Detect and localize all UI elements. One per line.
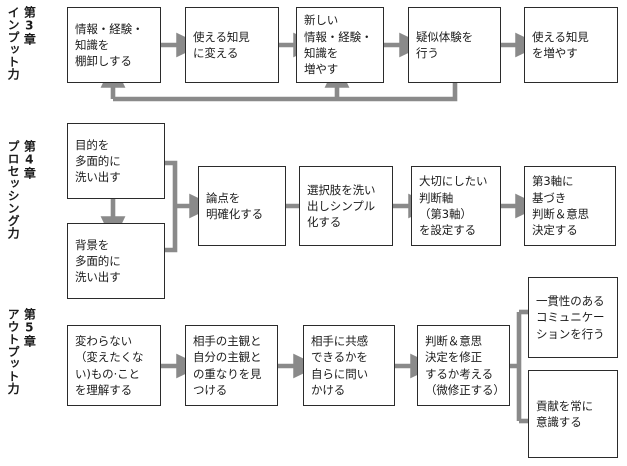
node-in3[interactable]: 新しい 情報・経験・ 知識を 増やす (296, 7, 384, 83)
node-ou3[interactable]: 相手に共感 できるかを 自らに問い かける (303, 325, 395, 406)
chapter-name-output: アウトプット力 (6, 308, 21, 395)
node-ou4[interactable]: 判断＆意思 決定を修正 するか考える （微修正する） (417, 325, 510, 406)
connector-in4-feedback-bus (113, 83, 458, 102)
node-pr4-label: 選択肢を洗い 出しシンプル 化する (307, 182, 376, 230)
chapter-number-5: 第5章 (22, 308, 37, 348)
chapter-number-3: 第3章 (22, 6, 37, 46)
node-pr5-label: 大切にしたい 判断軸 （第3軸） を設定する (419, 174, 488, 238)
node-pr6-label: 第3軸に 基づき 判断＆意思 決定する (532, 174, 589, 238)
node-ou5[interactable]: 一貫性のある コミュニケー ションを行う (528, 277, 618, 358)
chapter-label-input: 第3章 インプット力 (6, 6, 36, 80)
node-pr6[interactable]: 第3軸に 基づき 判断＆意思 決定する (524, 166, 616, 246)
node-in1[interactable]: 情報・経験・ 知識を 棚卸しする (67, 7, 161, 83)
connector-merge-bracket (165, 160, 178, 253)
node-ou6[interactable]: 貢献を常に 意識する (528, 370, 618, 458)
node-ou5-label: 一貫性のある コミュニケー ションを行う (536, 294, 605, 341)
node-in2-label: 使える知見 に変える (193, 29, 250, 60)
node-pr2-label: 背景を 多面的に 洗い出す (75, 237, 121, 285)
node-in5[interactable]: 使える知見 を増やす (524, 7, 618, 83)
node-pr5[interactable]: 大切にしたい 判断軸 （第3軸） を設定する (411, 166, 501, 246)
node-pr1-label: 目的を 多面的に 洗い出す (75, 137, 121, 185)
node-pr1[interactable]: 目的を 多面的に 洗い出す (67, 123, 165, 199)
node-in2[interactable]: 使える知見 に変える (185, 7, 279, 83)
node-pr4[interactable]: 選択肢を洗い 出しシンプル 化する (299, 166, 393, 246)
node-ou1-label: 変わらない （変えたくな い)もの·こと を理解する (75, 333, 144, 397)
chapter-number-4: 第4章 (22, 140, 37, 180)
chapter-name-processing: プロセッシング力 (6, 140, 21, 240)
node-ou1[interactable]: 変わらない （変えたくな い)もの·こと を理解する (67, 325, 161, 406)
node-in1-label: 情報・経験・ 知識を 棚卸しする (75, 21, 144, 69)
node-in4[interactable]: 疑似体験を 行う (408, 7, 501, 83)
chapter-label-output: 第5章 アウトプット力 (6, 308, 36, 395)
connector-split-bracket (510, 312, 522, 421)
node-in3-label: 新しい 情報・経験・ 知識を 増やす (304, 13, 373, 77)
node-in4-label: 疑似体験を 行う (416, 29, 473, 60)
node-pr3[interactable]: 論点を 明確化する (198, 166, 286, 246)
node-ou6-label: 貢献を常に 意識する (536, 398, 593, 429)
node-ou3-label: 相手に共感 できるかを 自らに問い かける (311, 333, 368, 397)
node-pr3-label: 論点を 明確化する (206, 190, 263, 221)
node-ou2-label: 相手の主観と 自分の主観と の重なりを見 つける (193, 333, 262, 397)
node-in5-label: 使える知見 を増やす (532, 29, 589, 60)
node-ou2[interactable]: 相手の主観と 自分の主観と の重なりを見 つける (185, 325, 278, 406)
node-pr2[interactable]: 背景を 多面的に 洗い出す (67, 223, 165, 299)
chapter-label-processing: 第4章 プロセッシング力 (6, 140, 36, 239)
chapter-name-input: インプット力 (6, 6, 21, 81)
node-ou4-label: 判断＆意思 決定を修正 するか考える （微修正する） (425, 333, 505, 397)
